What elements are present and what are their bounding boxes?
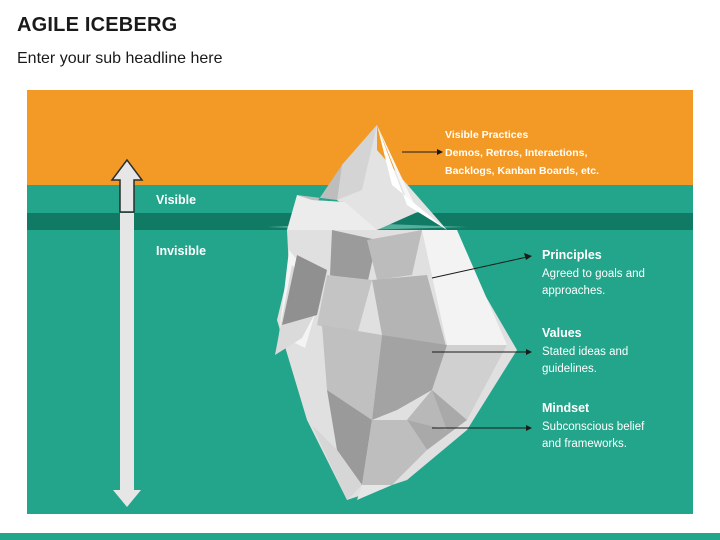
pointer-arrow-values <box>432 349 532 355</box>
values-line2: guidelines. <box>542 363 597 375</box>
visible-practices-title: Visible Practices <box>445 129 529 141</box>
pointer-arrow-mindset <box>432 425 532 431</box>
page-title: AGILE ICEBERG <box>17 14 178 36</box>
values-line1: Stated ideas and <box>542 346 629 358</box>
iceberg-shape <box>267 125 517 500</box>
values-title: Values <box>542 326 582 340</box>
iceberg-scene: Visible Invisible Visible Practices Demo… <box>27 90 693 514</box>
mindset-title: Mindset <box>542 401 590 415</box>
arrows-layer <box>110 149 532 507</box>
invisible-label: Invisible <box>156 244 207 258</box>
depth-arrow-icon <box>110 158 144 507</box>
values-block: Values Stated ideas and guidelines. <box>542 326 628 378</box>
visible-practices-line1: Demos, Retros, Interactions, <box>445 147 588 159</box>
pointer-arrow-principles <box>431 253 532 279</box>
visible-label: Visible <box>156 193 197 207</box>
visible-practices-line2: Backlogs, Kanban Boards, etc. <box>445 165 600 177</box>
pointer-arrow-visible-practices <box>402 149 443 155</box>
mindset-line2: and frameworks. <box>542 438 628 450</box>
principles-block: Principles Agreed to goals and approache… <box>542 248 645 300</box>
principles-line1: Agreed to goals and <box>542 268 645 280</box>
principles-title: Principles <box>542 248 602 262</box>
mindset-line1: Subconscious belief <box>542 421 645 433</box>
mindset-block: Mindset Subconscious belief and framewor… <box>542 401 644 453</box>
principles-line2: approaches. <box>542 285 606 297</box>
iceberg-illustration <box>267 125 517 500</box>
visible-practices-block: Visible Practices Demos, Retros, Interac… <box>445 126 599 180</box>
bottom-accent-bar <box>0 533 720 540</box>
page-subtitle: Enter your sub headline here <box>17 50 223 67</box>
